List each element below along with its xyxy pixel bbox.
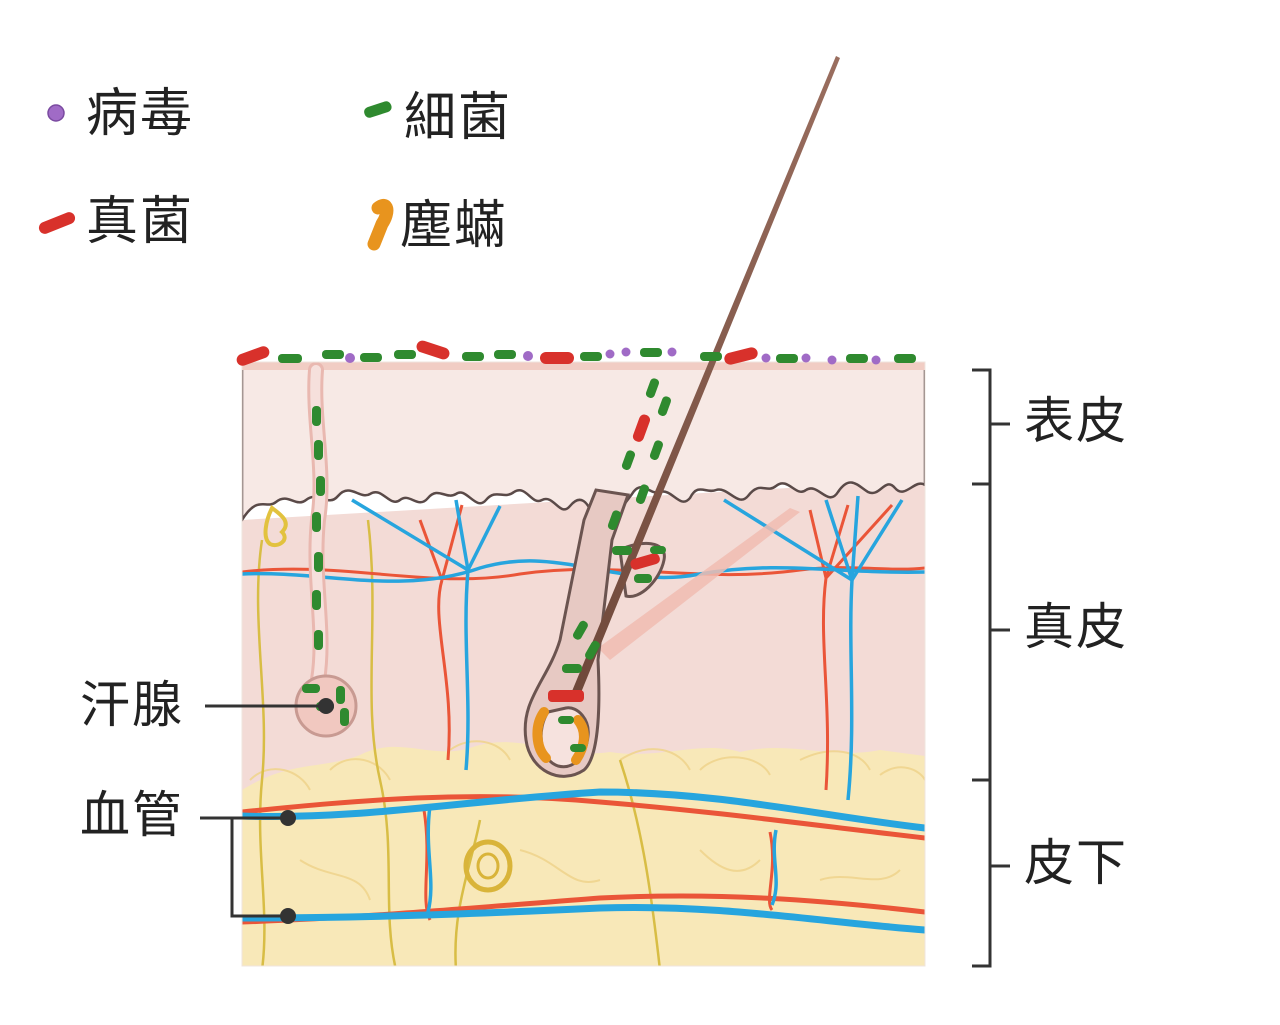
bacterium — [640, 348, 662, 357]
nerves — [256, 519, 661, 966]
fungi-icon — [38, 212, 76, 234]
bacterium — [846, 354, 868, 363]
bacterium — [462, 352, 484, 361]
vessel-pointer-lower — [280, 908, 296, 924]
pacinian-receptor-deep — [463, 839, 513, 893]
follicle-microbes — [532, 378, 671, 765]
sweat-gland-pointer — [318, 698, 334, 714]
bacterium — [894, 354, 916, 363]
callout-lines — [200, 704, 326, 918]
virus — [667, 347, 677, 357]
mite-icon — [367, 198, 394, 251]
fungus — [724, 347, 758, 365]
legend — [38, 101, 394, 251]
legend-bacteria-label: 細菌 — [404, 88, 513, 148]
legend-virus-label: 病毒 — [86, 84, 195, 144]
virus — [621, 347, 631, 357]
bacteria-icon — [364, 101, 392, 118]
layer-label-dermis: 真皮 — [1024, 598, 1128, 656]
blood-vessel-leader — [200, 816, 288, 918]
epidermis-layer — [242, 362, 925, 523]
virus — [871, 355, 881, 365]
skin-frame — [241, 361, 926, 967]
surface-microbes — [236, 340, 916, 366]
layer-label-subcutis: 皮下 — [1024, 834, 1128, 892]
bacterium — [360, 353, 382, 362]
legend-fungi-label: 真菌 — [86, 192, 195, 252]
pacinian-receptor-top — [263, 504, 288, 547]
bacterium — [580, 352, 602, 361]
vessel-pointer-upper — [280, 810, 296, 826]
hair-shaft — [570, 56, 840, 700]
bacterium — [322, 350, 344, 359]
callout-blood-vessel: 血管 — [80, 786, 184, 844]
virus — [801, 353, 811, 363]
fat-lobules — [249, 740, 925, 901]
virus — [761, 353, 771, 363]
bracket-subcutis — [972, 780, 1010, 968]
bracket-epidermis — [972, 368, 1010, 486]
bacterium — [394, 350, 416, 359]
callout-sweat-gland: 汗腺 — [80, 676, 184, 734]
virus — [827, 355, 837, 365]
virus-icon — [47, 104, 65, 122]
layer-brackets — [972, 368, 1010, 968]
layer-label-epidermis: 表皮 — [1024, 392, 1128, 450]
fungus — [416, 340, 450, 360]
veins-deep — [242, 788, 925, 934]
arrector-pili-muscle — [598, 508, 800, 660]
bacterium — [494, 350, 516, 359]
bacterium — [278, 354, 302, 363]
fungus — [236, 346, 270, 366]
legend-mites-label: 塵蟎 — [400, 196, 509, 256]
virus — [345, 353, 355, 363]
bracket-dermis — [972, 484, 1010, 782]
virus — [605, 349, 615, 359]
bacterium — [776, 354, 798, 363]
bacterium — [700, 352, 722, 361]
subcutis-layer — [242, 740, 925, 966]
fungus — [540, 352, 574, 364]
virus — [523, 351, 533, 361]
stratum-corneum — [242, 362, 925, 370]
